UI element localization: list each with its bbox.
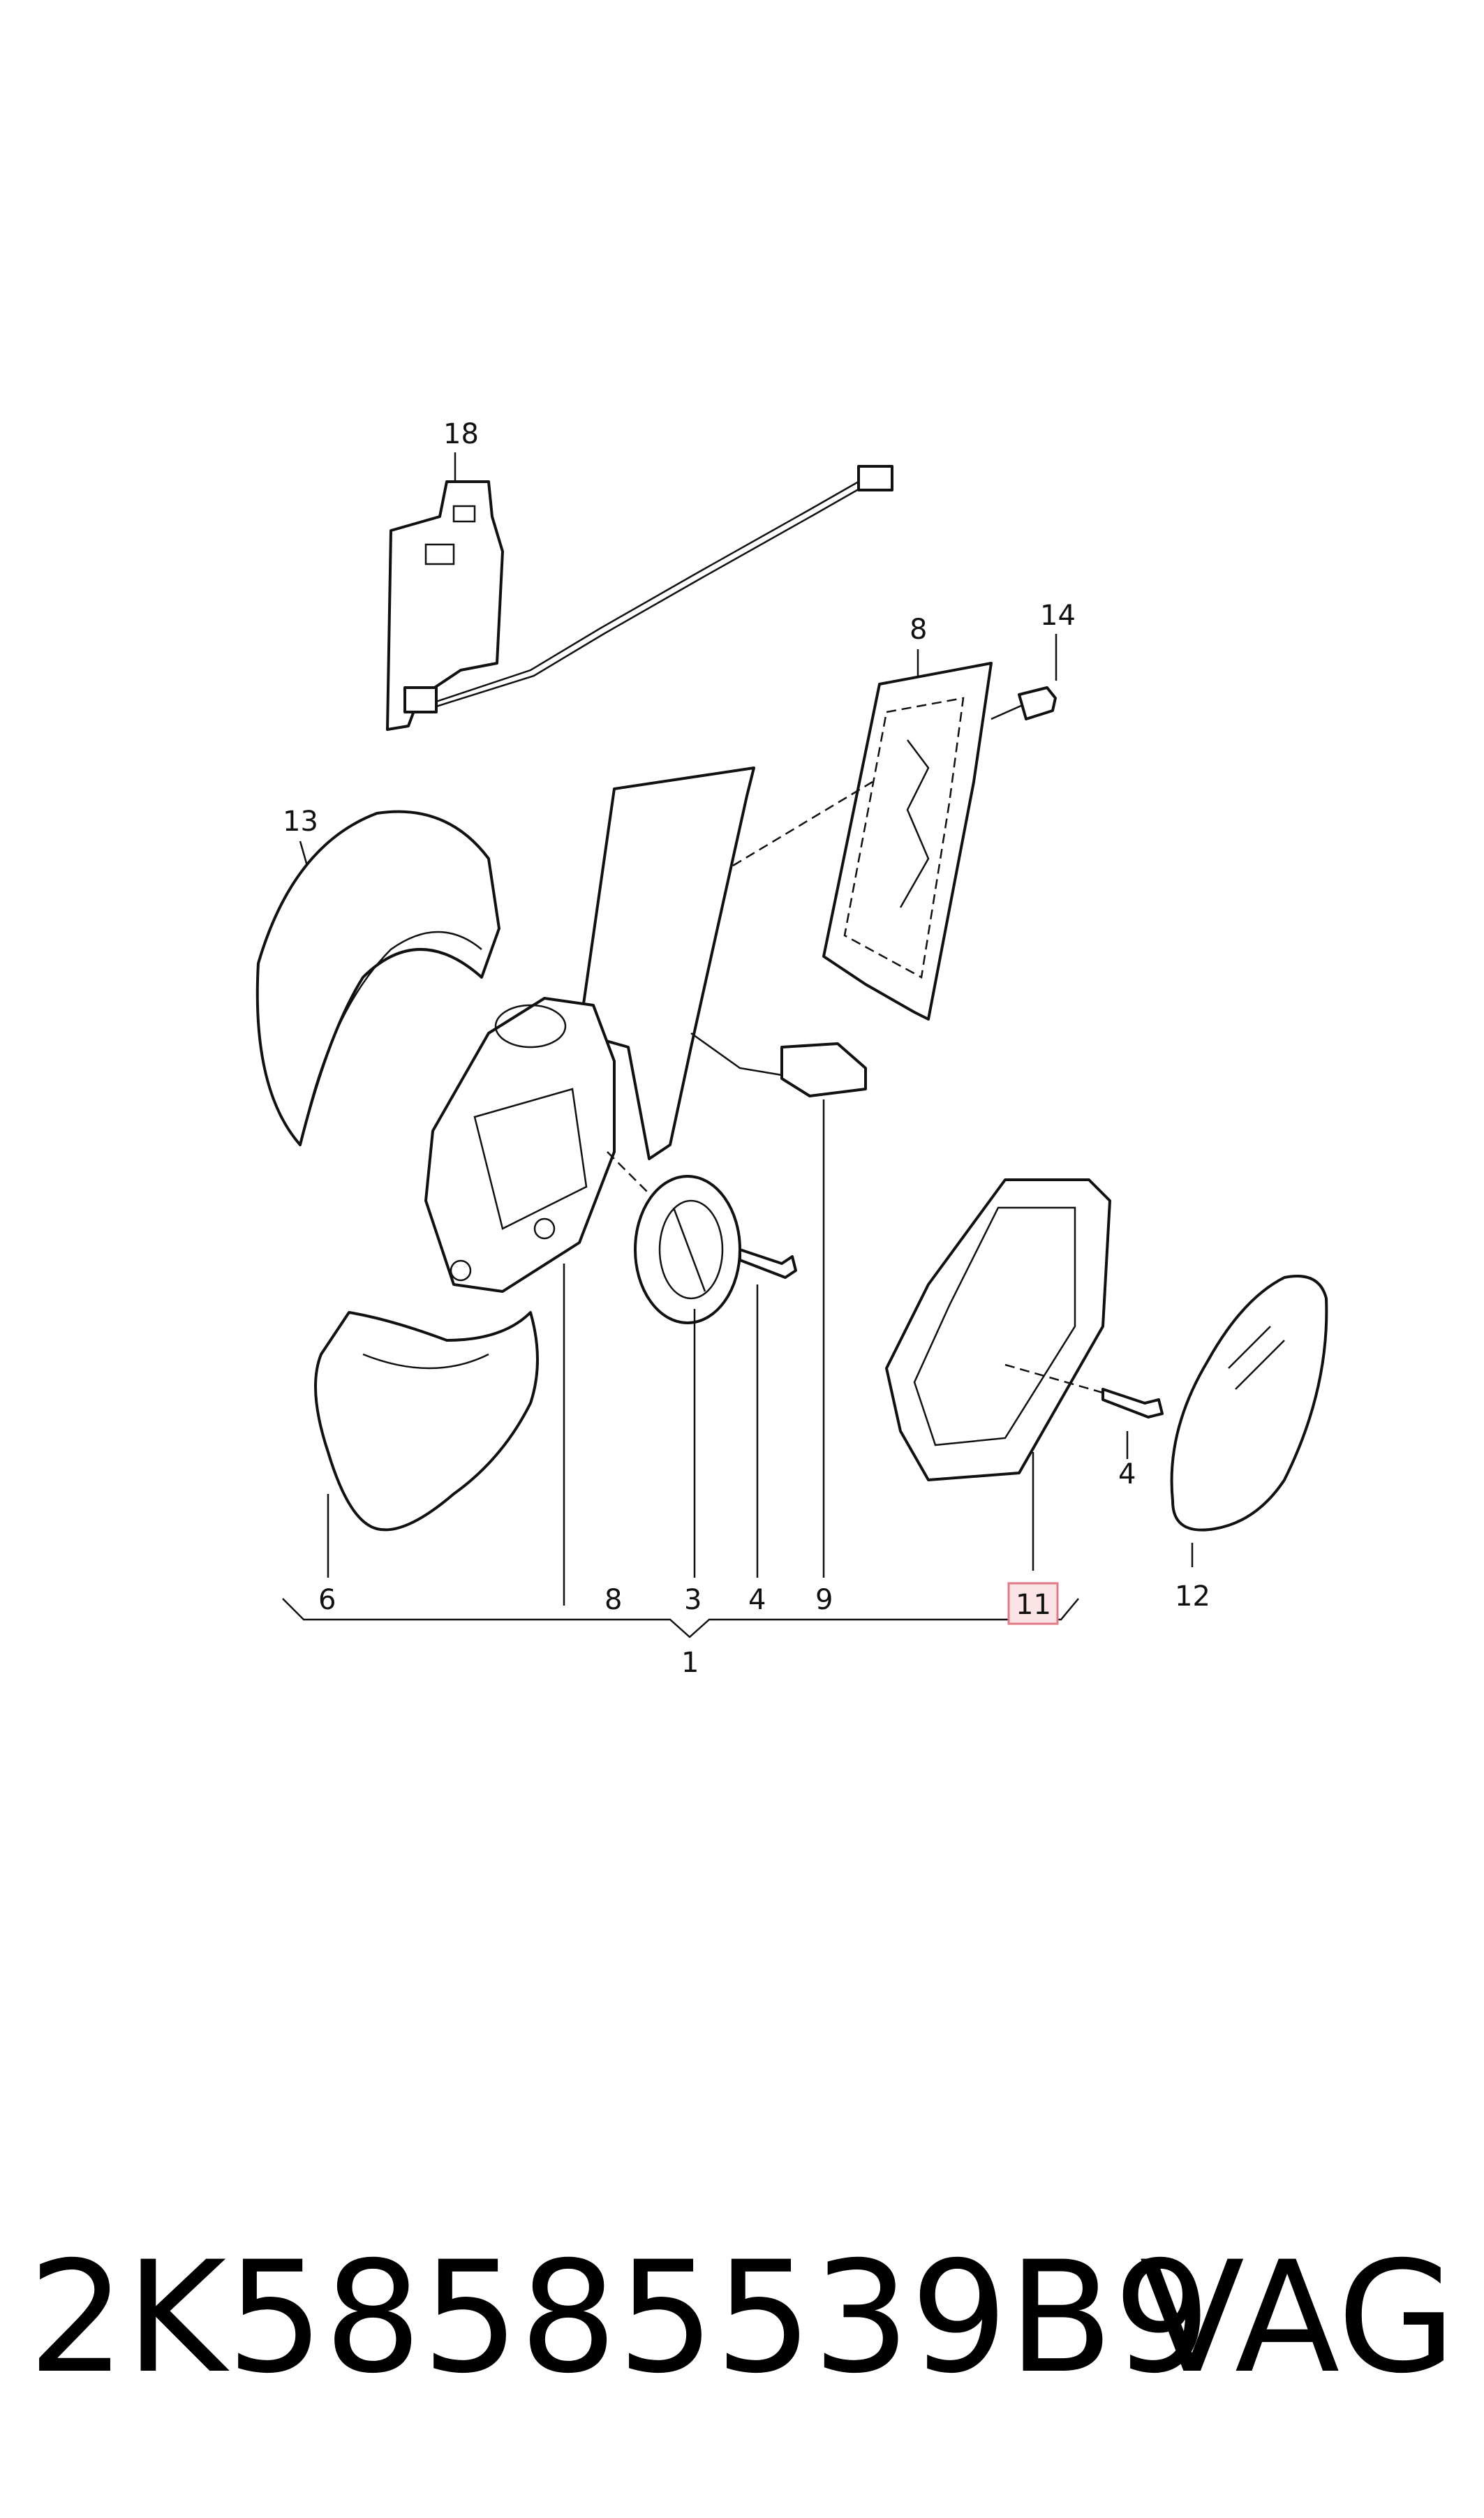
callout-8-bottom: 8: [604, 1584, 622, 1616]
brand-label: VAG: [1139, 2228, 1456, 2407]
callout-12: 12: [1175, 1580, 1210, 1613]
part-4-screw-middle: [739, 1248, 797, 1578]
part-14-screw: [990, 686, 1057, 720]
part-18-harness: [386, 465, 893, 731]
callout-9: 9: [815, 1584, 833, 1616]
part-8-cover-plate: [822, 662, 993, 1021]
part-11-glass-carrier: [885, 1178, 1111, 1571]
callout-14: 14: [1040, 600, 1076, 632]
part-9-connector: [690, 1032, 867, 1578]
part-12-mirror-glass: [1170, 1275, 1328, 1567]
part-3-motor: [634, 1175, 741, 1578]
callout-8-top: 8: [910, 614, 927, 646]
assembly-bracket: [282, 1598, 1079, 1638]
callout-4-right: 4: [1118, 1458, 1136, 1490]
part-8-mirror-housing: [424, 766, 873, 1293]
exploded-parts-diagram: 18 8 14 13: [255, 418, 1328, 1679]
callout-13: 13: [283, 806, 318, 838]
callout-11-highlight[interactable]: [1007, 1582, 1059, 1625]
part-6-lower-cover: [314, 1311, 539, 1578]
callout-4-middle: 4: [748, 1584, 766, 1616]
part-4-screw-right: [1004, 1363, 1164, 1419]
callout-6: 6: [318, 1584, 336, 1616]
part-13-mirror-cap: [255, 810, 500, 1146]
footer: 2K58585539B9 VAG: [0, 2227, 1484, 2408]
part-number: 2K58585539B9: [28, 2228, 1211, 2407]
callout-3: 3: [684, 1584, 702, 1616]
callout-1: 1: [681, 1647, 699, 1679]
callout-18: 18: [443, 418, 479, 450]
callout-11[interactable]: 11: [1016, 1589, 1051, 1621]
